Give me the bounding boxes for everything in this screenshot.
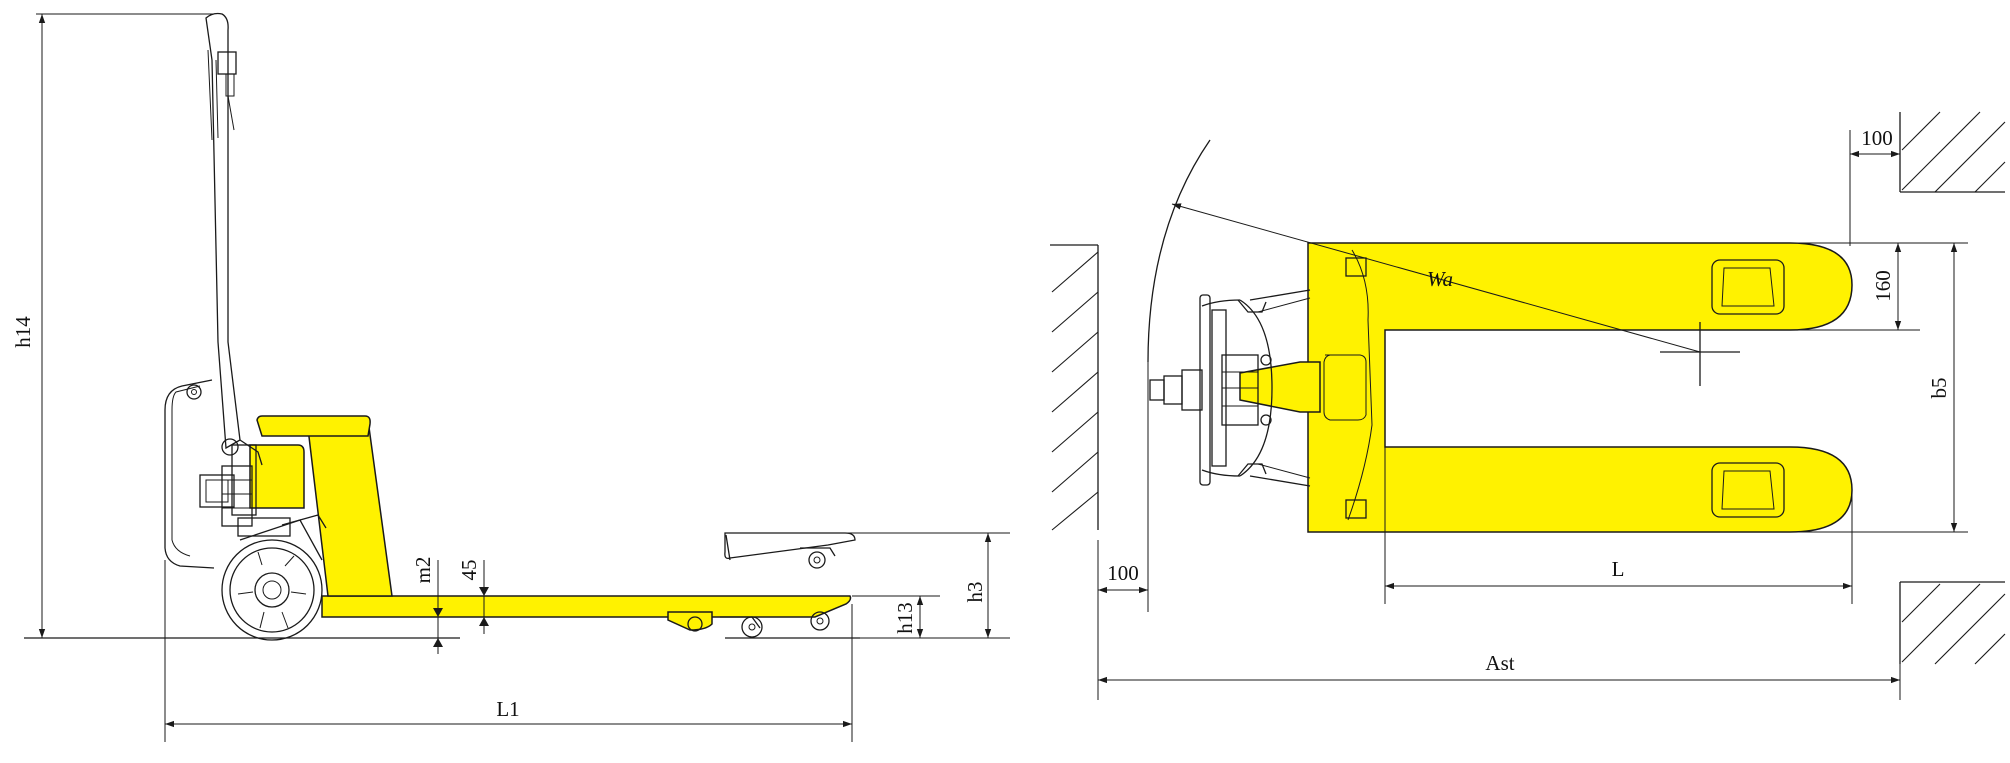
dim-Wa: Wa — [1171, 203, 1701, 353]
label-h13: h13 — [893, 602, 917, 634]
dim-clearance-right: 100 — [1849, 126, 1900, 246]
steer-wheel — [221, 514, 327, 641]
label-b5: b5 — [1927, 378, 1951, 399]
turning-arc — [1147, 139, 1211, 363]
right-wall-bottom — [1899, 581, 2006, 665]
center-mark — [1660, 322, 1740, 386]
dim-Ast: Ast — [1097, 612, 1901, 700]
label-h3: h3 — [963, 582, 987, 603]
label-L: L — [1612, 557, 1625, 581]
dim-45: 45 — [457, 560, 489, 634]
label-h14: h14 — [11, 316, 35, 348]
dim-h3: h3 — [845, 532, 1010, 639]
raised-fork-outline — [724, 532, 856, 569]
label-Wa: Wa — [1427, 267, 1453, 291]
dim-clearance-left: 100 — [1097, 362, 1149, 612]
lowered-fork — [321, 595, 860, 639]
pump-assembly-top — [1149, 289, 1311, 487]
dim-m2: m2 — [411, 557, 443, 654]
top-view: Wa 100 100 160 b5 — [1050, 111, 2006, 700]
label-L1: L1 — [496, 697, 519, 721]
label-clearance-left: 100 — [1107, 561, 1139, 585]
fork-frame-top — [1239, 242, 1853, 533]
dim-L1: L1 — [164, 560, 853, 742]
label-fork-width: 160 — [1871, 270, 1895, 302]
side-view: h14 m2 45 h3 h13 — [11, 12, 1010, 742]
frame-upright — [256, 415, 393, 597]
pump-unit — [199, 438, 305, 537]
label-45: 45 — [457, 560, 481, 581]
dim-fork-width: 160 — [1790, 242, 1968, 331]
label-clearance-right: 100 — [1861, 126, 1893, 150]
tow-handle — [164, 12, 241, 569]
label-m2: m2 — [411, 557, 435, 584]
right-wall-top — [1899, 111, 2006, 193]
dim-L: L — [1384, 330, 1853, 604]
label-Ast: Ast — [1485, 651, 1514, 675]
dim-h13: h13 — [852, 595, 940, 638]
left-wall — [1050, 244, 1099, 531]
dim-b5: b5 — [1790, 243, 1968, 533]
dim-h14: h14 — [11, 13, 214, 638]
